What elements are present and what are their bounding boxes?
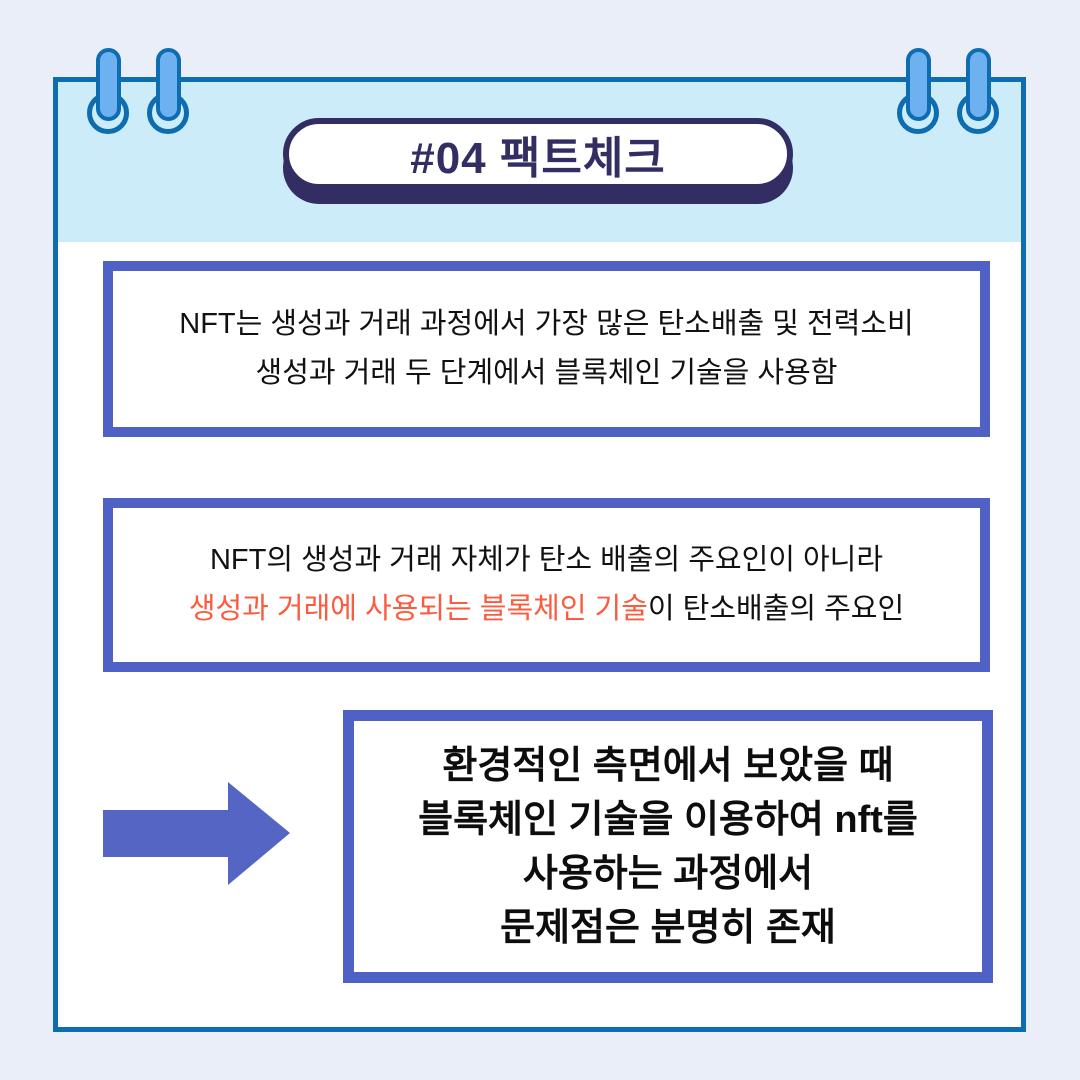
- conclusion-line-4: 문제점은 분명히 존재: [500, 906, 836, 949]
- conclusion-line-2: 블록체인 기술을 이용하여 nft를: [418, 798, 918, 841]
- ring-pin-icon: [96, 48, 121, 121]
- fact-box-2: NFT의 생성과 거래 자체가 탄소 배출의 주요인이 아니라 생성과 거래에 …: [103, 498, 990, 672]
- fact-box-2-rest-text: 이 탄소배출의 주요인: [647, 593, 905, 625]
- ring-pin-icon: [966, 48, 991, 121]
- fact-box-2-line-1: NFT의 생성과 거래 자체가 탄소 배출의 주요인이 아니라: [209, 544, 884, 576]
- fact-box-1-line-2: 생성과 거래 두 단계에서 블록체인 기술을 사용함: [255, 357, 838, 389]
- conclusion-line-3: 사용하는 과정에서: [522, 852, 814, 895]
- ring-pin-icon: [906, 48, 931, 121]
- fact-box-1-line-1: NFT는 생성과 거래 과정에서 가장 많은 탄소배출 및 전력소비: [179, 308, 914, 340]
- fact-box-2-line-2: 생성과 거래에 사용되는 블록체인 기술이 탄소배출의 주요인: [189, 585, 904, 634]
- arrow-right-icon: [103, 782, 290, 885]
- ring-pin-icon: [156, 48, 181, 121]
- fact-box-2-highlight-text: 생성과 거래에 사용되는 블록체인 기술: [188, 593, 648, 625]
- title-badge: #04 팩트체크: [283, 118, 793, 190]
- page-title: #04 팩트체크: [410, 134, 666, 183]
- conclusion-box: 환경적인 측면에서 보았을 때 블록체인 기술을 이용하여 nft를 사용하는 …: [343, 710, 993, 983]
- conclusion-line-1: 환경적인 측면에서 보았을 때: [442, 744, 894, 787]
- fact-box-1: NFT는 생성과 거래 과정에서 가장 많은 탄소배출 및 전력소비 생성과 거…: [103, 261, 990, 437]
